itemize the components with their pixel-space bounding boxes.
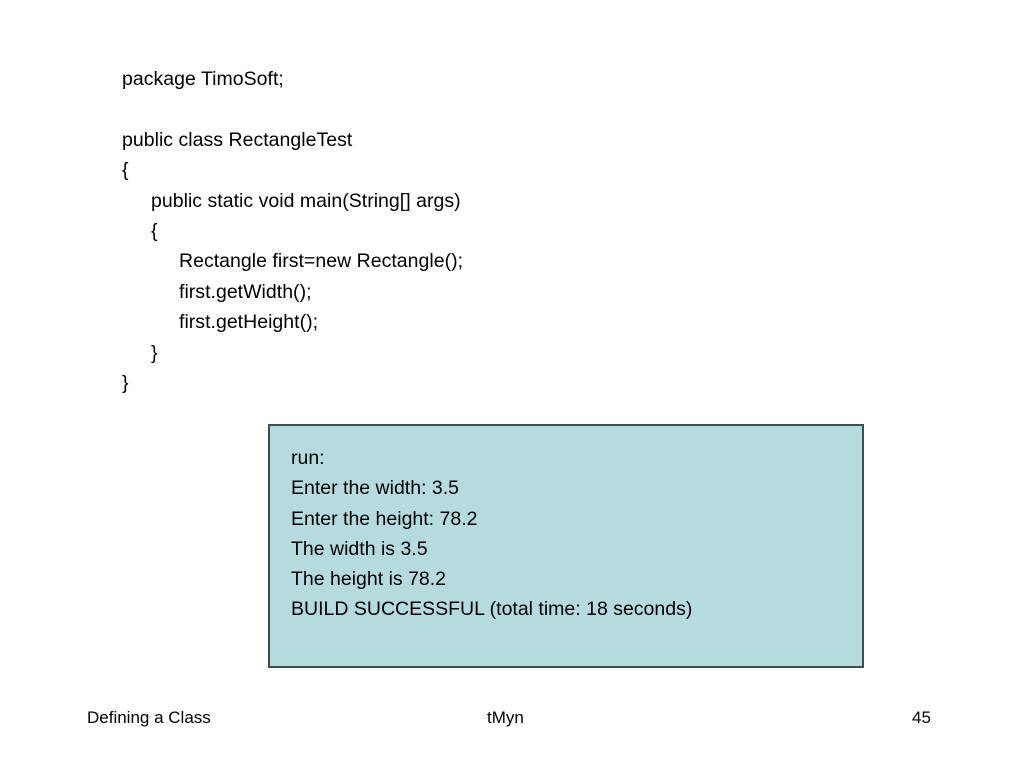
code-line: } <box>122 372 129 395</box>
code-line: first.getHeight(); <box>179 311 319 334</box>
footer-topic-label: Defining a Class <box>87 708 211 727</box>
code-listing: package TimoSoft; public class Rectangle… <box>122 64 882 398</box>
code-line: first.getWidth(); <box>179 280 312 303</box>
code-line: Rectangle first=new Rectangle(); <box>179 250 464 273</box>
slide-footer: Defining a Class tMyn 45 <box>0 703 1024 733</box>
output-line: Enter the width: 3.5 <box>291 477 460 500</box>
code-line: public static void main(String[] args) <box>151 189 461 212</box>
code-line: { <box>151 220 158 243</box>
console-output-box: run: Enter the width: 3.5 Enter the heig… <box>268 424 864 668</box>
output-line: The width is 3.5 <box>291 537 428 560</box>
code-line-blank <box>122 94 882 124</box>
code-line: } <box>151 341 158 364</box>
footer-page-number: 45 <box>912 708 931 727</box>
code-line: package TimoSoft; <box>122 68 284 90</box>
output-line: The height is 78.2 <box>291 568 447 591</box>
output-line: Enter the height: 78.2 <box>291 507 478 530</box>
output-line: BUILD SUCCESSFUL (total time: 18 seconds… <box>291 598 693 621</box>
code-line: { <box>122 159 129 182</box>
footer-author-label: tMyn <box>487 708 524 727</box>
output-line: run: <box>291 447 325 469</box>
console-output-text: run: Enter the width: 3.5 Enter the heig… <box>291 443 851 625</box>
code-line: public class RectangleTest <box>122 128 353 151</box>
